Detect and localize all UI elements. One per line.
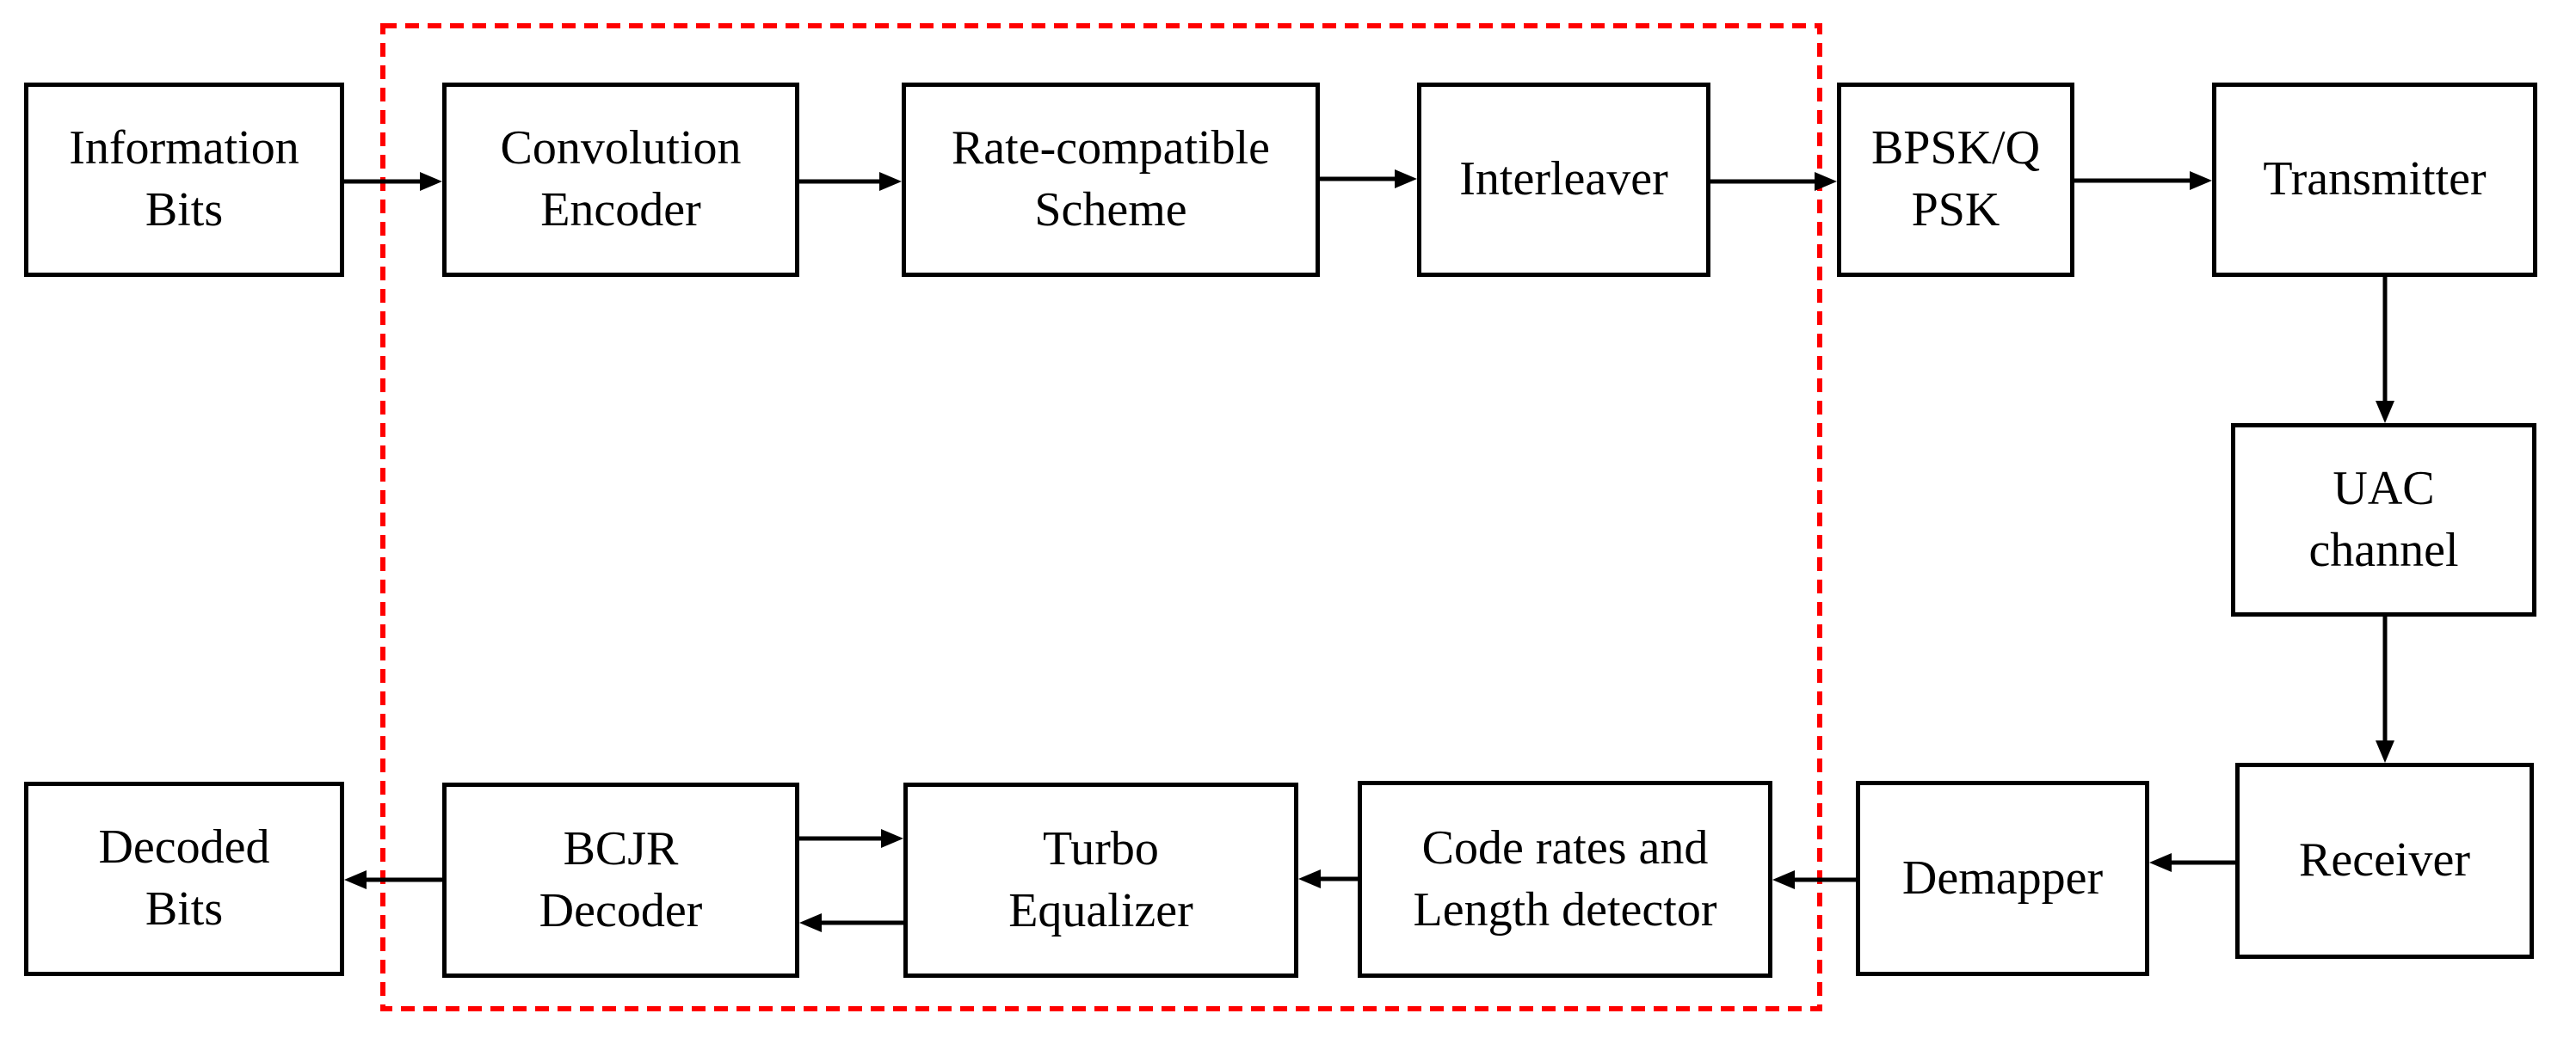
edge-coderates-to-turbo	[1298, 869, 1358, 888]
edge-turbo-to-bcjr-bottom	[799, 913, 903, 932]
node-label: Rate-compatible Scheme	[951, 121, 1271, 236]
node-interleaver: Interleaver	[1417, 83, 1710, 277]
node-label: Receiver	[2299, 833, 2470, 888]
node-turbo-equalizer: Turbo Equalizer	[903, 783, 1298, 978]
node-decoded-bits: Decoded Bits	[24, 782, 344, 976]
node-information-bits: Information Bits	[24, 83, 344, 277]
edge-bcjr-to-decodedbits	[344, 870, 442, 889]
node-uac-channel: UAC channel	[2231, 423, 2536, 617]
inner-coding-dashed-boundary	[380, 23, 1822, 1011]
node-label: Code rates and Length detector	[1413, 820, 1717, 937]
node-label: UAC channel	[2308, 461, 2459, 577]
arrowhead	[2190, 171, 2212, 190]
edge-receiver-to-demapper	[2149, 853, 2235, 872]
node-label: Decoded Bits	[98, 820, 270, 936]
arrowhead	[2149, 853, 2172, 872]
edge-convencoder-to-ratescheme	[799, 172, 902, 191]
arrowhead	[881, 829, 903, 848]
node-label: BPSK/Q PSK	[1870, 121, 2041, 236]
edge-ratescheme-to-interleaver	[1320, 169, 1417, 188]
arrowhead	[1298, 869, 1321, 888]
arrowhead	[2376, 740, 2394, 763]
node-label: Demapper	[1901, 851, 2104, 905]
arrowhead	[1772, 870, 1795, 889]
node-demapper: Demapper	[1856, 781, 2149, 976]
arrowhead	[420, 172, 442, 191]
arrowhead	[2376, 401, 2394, 423]
node-label: BCJR Decoder	[539, 821, 703, 937]
edge-interleaver-to-bpsk	[1710, 172, 1837, 191]
edge-uac-to-receiver	[2376, 617, 2394, 763]
arrowhead	[1815, 172, 1837, 191]
edge-infobits-to-convencoder	[344, 172, 442, 191]
arrowhead	[1395, 169, 1417, 188]
node-bpsk-qpsk: BPSK/Q PSK	[1837, 83, 2074, 277]
node-label: Convolution Encoder	[500, 121, 742, 236]
arrowhead	[799, 913, 822, 932]
edge-demapper-to-coderates	[1772, 870, 1856, 889]
node-code-rates-length-detector: Code rates and Length detector	[1358, 781, 1772, 978]
node-label: Information Bits	[69, 121, 299, 236]
node-bcjr-decoder: BCJR Decoder	[442, 783, 799, 978]
edge-transmitter-to-uac	[2376, 277, 2394, 423]
node-label: Interleaver	[1459, 152, 1668, 206]
node-transmitter: Transmitter	[2212, 83, 2537, 277]
edge-bcjr-to-turbo-top	[799, 829, 903, 848]
node-label: Transmitter	[2263, 152, 2487, 206]
arrowhead	[344, 870, 367, 889]
node-label: Turbo Equalizer	[1008, 821, 1193, 937]
node-rate-compatible-scheme: Rate-compatible Scheme	[902, 83, 1320, 277]
node-convolution-encoder: Convolution Encoder	[442, 83, 799, 277]
arrowhead	[879, 172, 902, 191]
edge-bpsk-to-transmitter	[2074, 171, 2212, 190]
node-receiver: Receiver	[2235, 763, 2534, 959]
